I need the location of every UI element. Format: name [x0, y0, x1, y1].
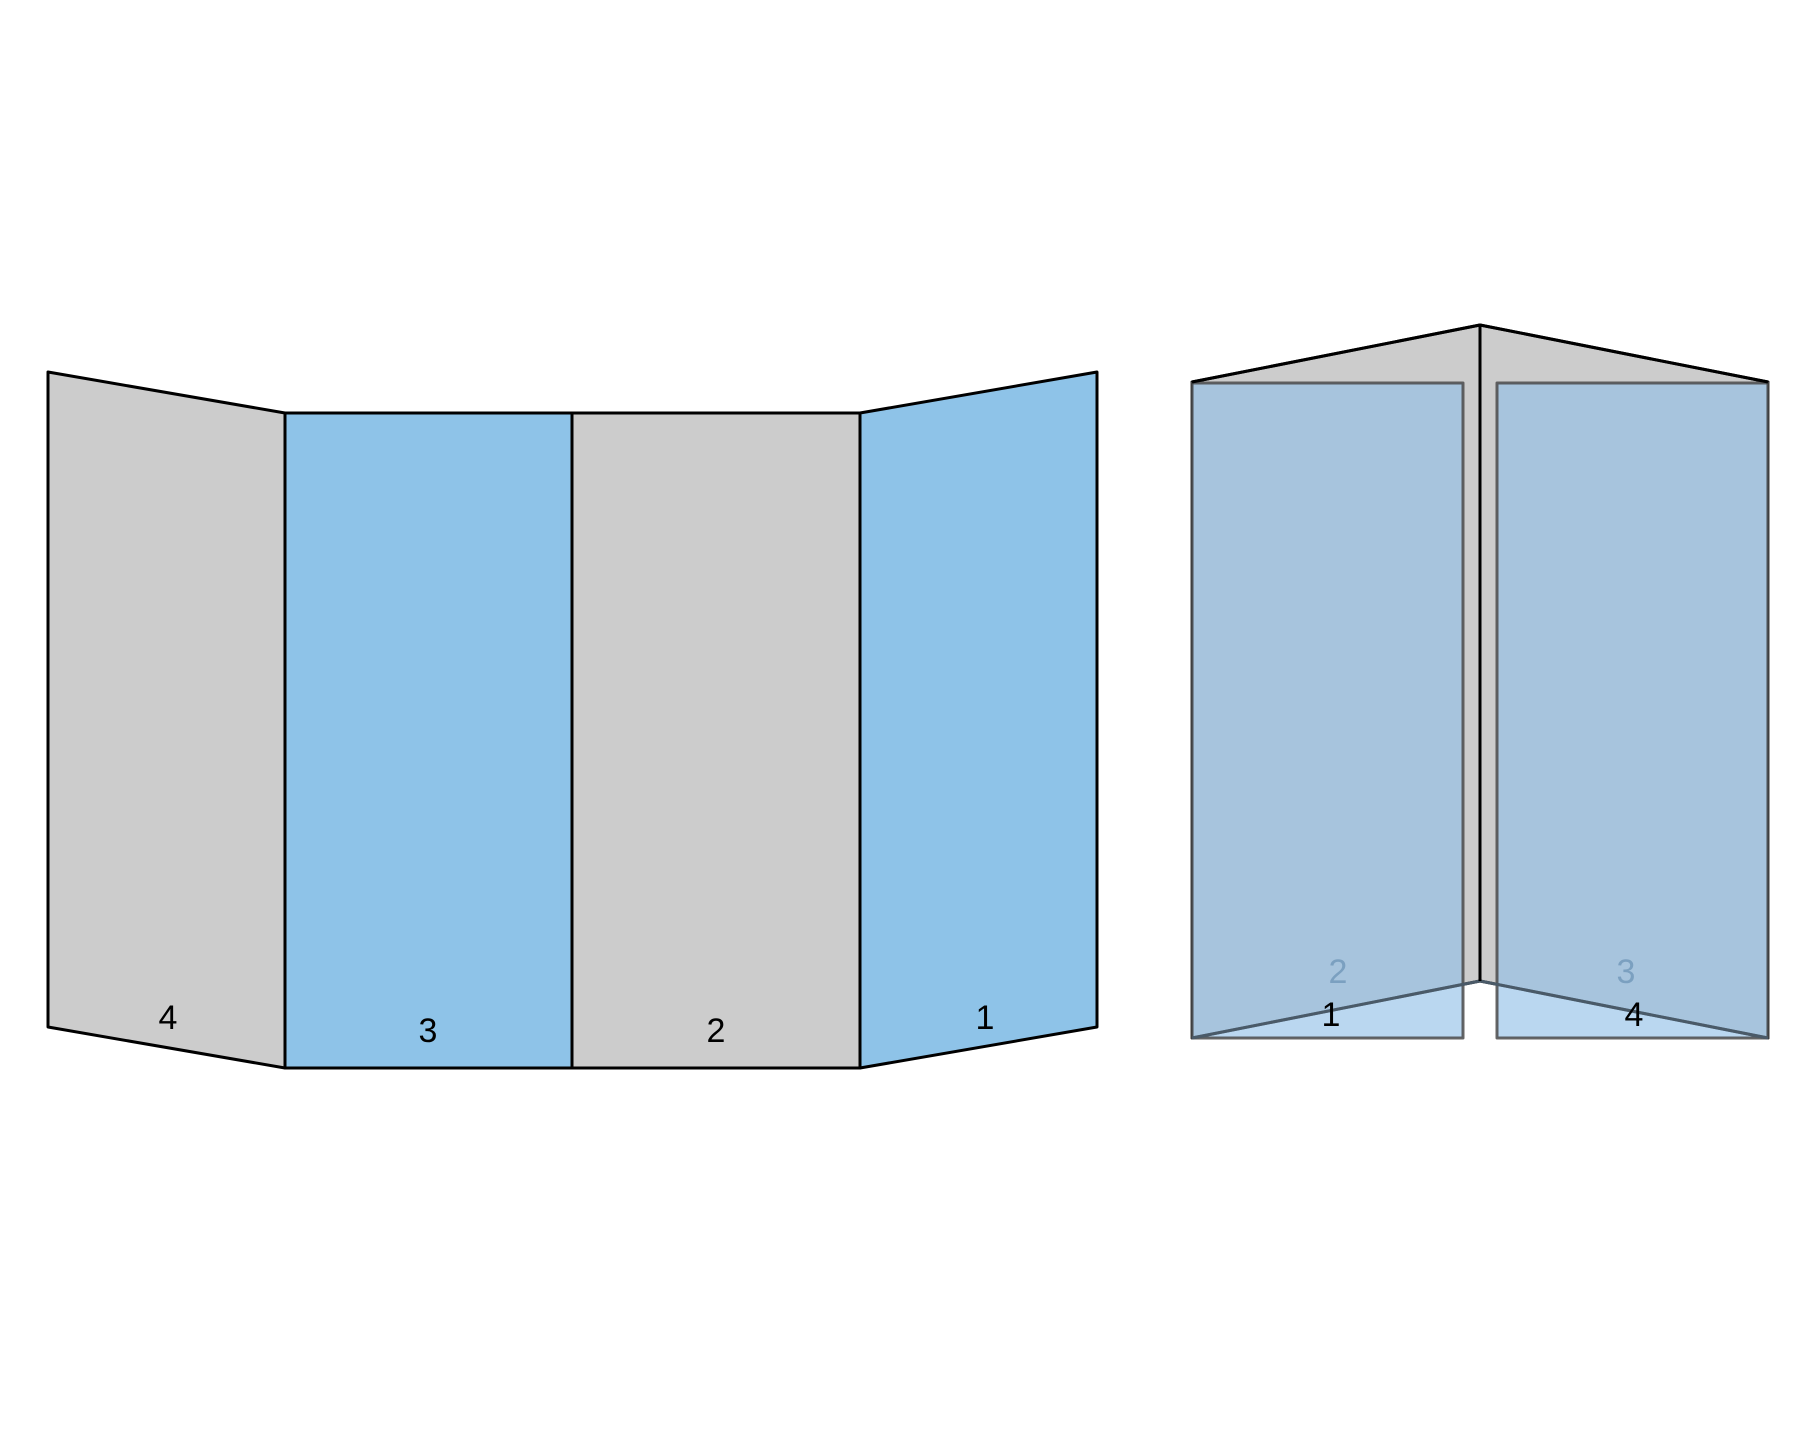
open-panel-1-label: 1 [976, 999, 995, 1037]
closed-left-front-label: 1 [1322, 996, 1341, 1034]
open-panel-3 [283, 411, 574, 1070]
closed-left-bottom-fold [1191, 979, 1481, 1040]
open-panel-1 [858, 370, 1099, 1070]
closed-folder-right-pocket [1495, 381, 1770, 1040]
open-folder: 4 3 2 1 [46, 370, 1099, 1070]
closed-right-front-label: 4 [1625, 996, 1644, 1034]
open-panel-4-label: 4 [159, 999, 178, 1037]
open-panel-3-label: 3 [419, 1012, 438, 1050]
closed-folder-left-pocket [1190, 381, 1465, 1040]
closed-folder: 2 3 1 4 [1190, 323, 1770, 1040]
open-panel-4 [46, 370, 287, 1070]
closed-right-bottom-fold [1479, 979, 1769, 1040]
open-panel-2-label: 2 [707, 1012, 726, 1050]
open-panel-2 [570, 411, 862, 1070]
